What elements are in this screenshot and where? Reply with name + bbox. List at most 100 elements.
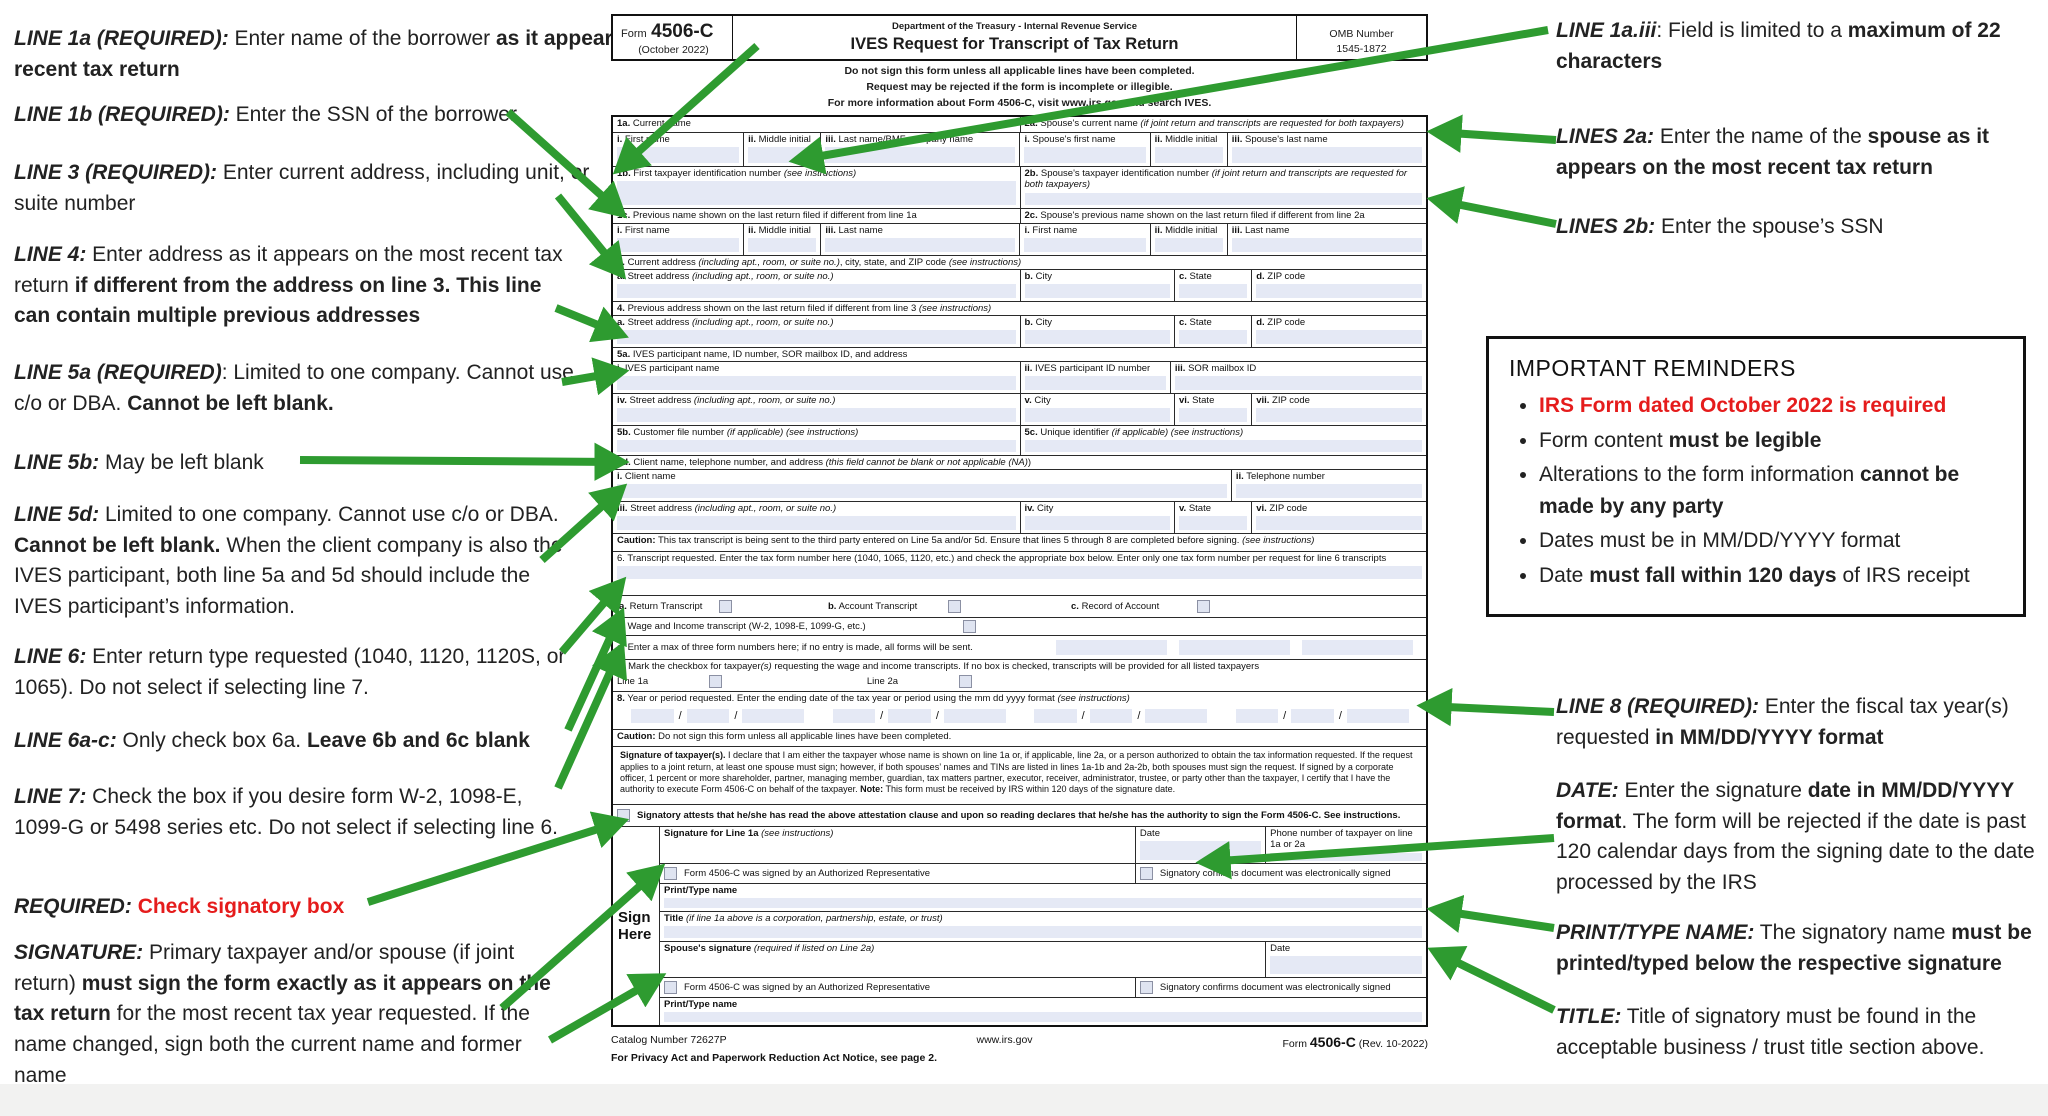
field-2c-first-name-input[interactable] bbox=[1024, 238, 1146, 253]
field-8-year-period-4-3-input[interactable] bbox=[1346, 709, 1409, 724]
field-1c-last-name-input[interactable] bbox=[825, 238, 1016, 253]
form-row-17: Caution: This tax transcript is being se… bbox=[613, 533, 1426, 551]
field-1a-last-name-bmf-input[interactable] bbox=[825, 147, 1016, 164]
field-2a-spouse-first-name-input[interactable] bbox=[1024, 147, 1146, 164]
field-5a-ives-participant-name-input[interactable] bbox=[617, 376, 1016, 391]
field-4-state-input[interactable] bbox=[1178, 330, 1248, 345]
field-8-year-period-4-2-input[interactable] bbox=[1291, 709, 1334, 724]
field-5a-zip-input[interactable] bbox=[1256, 408, 1422, 423]
field-2a-spouse-middle-initial-input[interactable] bbox=[1154, 147, 1223, 164]
field-3-zip-input[interactable] bbox=[1256, 284, 1422, 299]
checkbox-6a-return-transcript[interactable] bbox=[719, 600, 732, 614]
field-8-year-period-3-2-input[interactable] bbox=[1089, 709, 1133, 724]
field-title-signatory-input[interactable] bbox=[664, 926, 1422, 939]
field-5a-city-input[interactable] bbox=[1024, 408, 1170, 423]
field-8-year-period-4-1-input[interactable] bbox=[1235, 709, 1279, 724]
field-print-type-name-2-input[interactable] bbox=[664, 1012, 1422, 1023]
checkbox-6b-account-transcript[interactable] bbox=[948, 600, 961, 614]
field-4-city-input[interactable] bbox=[1024, 330, 1170, 345]
field-5c-unique-identifier-input[interactable] bbox=[1024, 440, 1422, 453]
field-5a-zip-label: vii. ZIP code bbox=[1256, 395, 1310, 407]
field-phone-number-taxpayer-input[interactable] bbox=[1270, 852, 1422, 861]
field-5d-city: iv. City bbox=[1019, 502, 1174, 534]
checkbox-electronically-signed-2[interactable] bbox=[1139, 981, 1153, 995]
field-5d-city-input[interactable] bbox=[1024, 516, 1170, 531]
field-8-year-period-3-1-input[interactable] bbox=[1034, 709, 1077, 724]
label-5d-client-label: 5d. Client name, telephone number, and a… bbox=[617, 457, 1032, 469]
signatory-attestation: Signatory attests that he/she has read t… bbox=[613, 805, 1426, 826]
checkbox-7b-line-2a[interactable] bbox=[958, 675, 972, 689]
field-8-year-period-1-2-input[interactable] bbox=[686, 709, 730, 724]
field-6-transcript-requested: 6. Transcript requested. Enter the tax f… bbox=[613, 552, 1426, 595]
field-7a-form-numbers-2-input[interactable] bbox=[1179, 640, 1291, 656]
field-8-year-period-3-3-input[interactable] bbox=[1145, 709, 1208, 724]
field-1c-last-name: iii. Last name bbox=[820, 224, 1019, 256]
field-5a-ives-participant-id-input[interactable] bbox=[1024, 376, 1166, 391]
field-3-state-input[interactable] bbox=[1178, 284, 1248, 299]
field-7a-form-numbers-1-input[interactable] bbox=[1056, 640, 1168, 656]
footer-form-number: 4506-C bbox=[1309, 1034, 1356, 1051]
field-5a-state-input[interactable] bbox=[1178, 408, 1248, 423]
field-7a-form-numbers-3-input[interactable] bbox=[1302, 640, 1414, 656]
field-5d-zip-input[interactable] bbox=[1256, 516, 1422, 531]
field-8-year-period: 8. Year or period requested. Enter the e… bbox=[613, 692, 1426, 729]
field-8-year-period-2-2-input[interactable] bbox=[888, 709, 931, 724]
label-5d-client: 5d. Client name, telephone number, and a… bbox=[613, 456, 1426, 469]
field-signature-date-input[interactable] bbox=[1139, 841, 1262, 861]
field-5d-street-address-input[interactable] bbox=[617, 516, 1016, 531]
field-3-street-address: a. Street address (including apt., room,… bbox=[613, 270, 1020, 301]
annotation-line-1a-iii: LINE 1a.iii: Field is limited to a maxim… bbox=[1556, 19, 2001, 73]
field-print-type-name-1: Print/Type name bbox=[660, 884, 1426, 911]
field-spouse-date-input[interactable] bbox=[1270, 956, 1422, 975]
field-2a-spouse-last-name-input[interactable] bbox=[1231, 147, 1422, 164]
checkbox-authorized-representative-1[interactable] bbox=[664, 867, 677, 881]
checkbox-7-wage-income-transcript[interactable] bbox=[962, 620, 976, 634]
field-8-year-period-1-3-input[interactable] bbox=[742, 709, 805, 724]
field-5a-ives-participant-id: ii. IVES participant ID number bbox=[1019, 362, 1170, 394]
field-print-type-name-1-input[interactable] bbox=[664, 898, 1422, 909]
checkbox-authorized-representative-2[interactable] bbox=[664, 981, 677, 995]
annotation-required-signatory: REQUIRED: Check signatory box bbox=[14, 895, 345, 918]
field-3-zip-label: d. ZIP code bbox=[1256, 271, 1306, 283]
field-4-zip-input[interactable] bbox=[1256, 330, 1422, 345]
field-8-year-period-2-3-input[interactable] bbox=[943, 709, 1006, 724]
field-2b-spouse-taxpayer-id: 2b. Spouse's taxpayer identification num… bbox=[1019, 167, 1427, 209]
field-1c-last-name-label: iii. Last name bbox=[825, 225, 883, 237]
label-3-current-address: 3. Current address (including apt., room… bbox=[613, 256, 1426, 269]
field-5a-sor-mailbox-id-input[interactable] bbox=[1174, 376, 1422, 391]
checkbox-7b-line-1a[interactable] bbox=[709, 675, 722, 689]
row-authorized-rep-2-label: Form 4506-C was signed by an Authorized … bbox=[684, 982, 931, 994]
field-4-street-address-input[interactable] bbox=[617, 330, 1016, 345]
checkbox-7b-line-2a-label: Line 2a bbox=[866, 676, 899, 688]
field-5d-client-name-input[interactable] bbox=[617, 484, 1227, 499]
form-number-block: Form 4506-C (October 2022) bbox=[613, 16, 733, 59]
field-5b-customer-file-number-input[interactable] bbox=[617, 440, 1016, 453]
field-6-transcript-requested-input[interactable] bbox=[617, 566, 1422, 580]
field-8-year-period-2-1-input[interactable] bbox=[832, 709, 876, 724]
field-1b-first-taxpayer-id-input[interactable] bbox=[617, 181, 1016, 206]
field-1a-middle-initial-input[interactable] bbox=[748, 147, 817, 164]
checkbox-electronically-signed-1[interactable] bbox=[1139, 867, 1153, 881]
field-5d-state-input[interactable] bbox=[1178, 516, 1248, 531]
field-5d-telephone-input[interactable] bbox=[1235, 484, 1422, 499]
date-slash: / bbox=[1081, 710, 1085, 723]
field-1c-middle-initial-input[interactable] bbox=[748, 238, 817, 253]
field-5a-street-address-input[interactable] bbox=[617, 408, 1016, 423]
field-title-signatory: Title (if line 1a above is a corporation… bbox=[660, 912, 1426, 941]
field-3-city-input[interactable] bbox=[1024, 284, 1170, 299]
field-1c-first-name-input[interactable] bbox=[617, 238, 740, 253]
field-2c-last-name-input[interactable] bbox=[1231, 238, 1422, 253]
field-2a-spouse-middle-initial-label: ii. Middle initial bbox=[1154, 134, 1218, 146]
checkbox-6c-record-of-account[interactable] bbox=[1197, 600, 1210, 614]
field-signature-date: Date bbox=[1134, 827, 1265, 864]
field-1a-middle-initial: ii. Middle initial bbox=[743, 133, 820, 167]
checkbox-7b-line-1a-group: Line 1a bbox=[617, 675, 867, 689]
field-2b-spouse-taxpayer-id-input[interactable] bbox=[1024, 192, 1422, 206]
field-phone-number-taxpayer: Phone number of taxpayer on line 1a or 2… bbox=[1265, 827, 1426, 864]
field-2c-middle-initial-input[interactable] bbox=[1154, 238, 1223, 253]
field-1a-first-name-input[interactable] bbox=[617, 147, 740, 164]
checkbox-signatory-attests[interactable] bbox=[617, 809, 630, 823]
field-3-street-address-input[interactable] bbox=[617, 284, 1016, 299]
field-8-year-period-1-1-input[interactable] bbox=[631, 709, 674, 724]
